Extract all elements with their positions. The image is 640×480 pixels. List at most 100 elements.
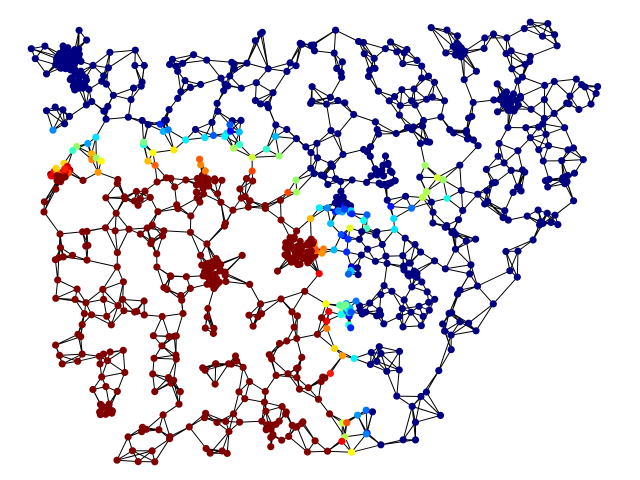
graph-node (313, 139, 321, 147)
graph-edge (561, 159, 584, 162)
graph-node (550, 109, 558, 117)
graph-node (179, 309, 187, 318)
graph-node (175, 400, 183, 408)
graph-edge (101, 372, 125, 378)
graph-edge (63, 256, 88, 261)
graph-node (417, 392, 425, 401)
graph-node (265, 351, 273, 359)
graph-node (364, 72, 373, 80)
graph-node (399, 252, 407, 260)
graph-node (540, 96, 549, 104)
graph-node (277, 216, 285, 224)
graph-node (140, 311, 148, 319)
graph-node (391, 177, 399, 185)
graph-edge (505, 251, 518, 278)
graph-edge (475, 303, 494, 332)
graph-edge (363, 42, 386, 50)
graph-edge (396, 369, 400, 397)
graph-node (54, 276, 62, 284)
graph-node (398, 305, 406, 313)
graph-node (206, 449, 214, 457)
graph-edge (280, 290, 305, 300)
graph-edge (182, 59, 207, 64)
graph-node (395, 312, 403, 321)
graph-edge (289, 44, 303, 64)
graph-node (367, 172, 375, 180)
graph-node (242, 175, 251, 183)
graph-node (493, 80, 501, 88)
graph-node (282, 408, 290, 416)
graph-node (407, 204, 416, 212)
graph-node (221, 80, 229, 88)
graph-node (313, 330, 321, 338)
graph-edge (413, 260, 435, 272)
graph-node (481, 34, 489, 42)
graph-node (418, 62, 426, 70)
graph-node (308, 83, 316, 91)
graph-node (569, 144, 578, 152)
graph-node (144, 157, 152, 165)
graph-node (73, 285, 81, 293)
graph-node (347, 324, 355, 332)
graph-edge (505, 239, 534, 252)
graph-node (368, 408, 377, 416)
graph-node (501, 207, 509, 215)
graph-node (450, 129, 458, 137)
graph-node (235, 128, 243, 136)
graph-edge (268, 62, 291, 70)
graph-node (56, 230, 64, 238)
graph-node (366, 299, 374, 307)
graph-edge (233, 391, 240, 414)
graph-node (107, 321, 115, 329)
graph-node (301, 287, 309, 295)
graph-node (288, 308, 296, 316)
graph-node (96, 408, 104, 416)
graph-node (315, 204, 323, 212)
graph-edge (464, 37, 486, 52)
graph-node (186, 228, 194, 236)
graph-node (431, 295, 439, 303)
graph-node (311, 437, 319, 445)
graph-node (522, 124, 530, 132)
graph-node (357, 251, 365, 259)
graph-node (275, 152, 283, 160)
graph-node (161, 116, 169, 124)
graph-edge (311, 86, 327, 105)
graph-node (437, 113, 445, 121)
graph-node (40, 208, 48, 216)
graph-node (88, 98, 96, 106)
graph-node (473, 282, 482, 290)
graph-node (230, 65, 238, 73)
graph-node (174, 67, 182, 75)
graph-edge (105, 227, 118, 253)
graph-node (51, 103, 59, 111)
graph-node (387, 202, 395, 211)
graph-node (376, 306, 384, 315)
graph-node (551, 31, 559, 39)
graph-node (425, 306, 433, 314)
graph-edge (445, 268, 470, 275)
graph-node (575, 105, 583, 114)
graph-node (61, 165, 69, 173)
graph-node (262, 407, 270, 415)
graph-edge (264, 192, 289, 207)
graph-node (507, 166, 515, 174)
graph-node (182, 273, 190, 281)
graph-edge (175, 313, 184, 337)
graph-node (400, 264, 408, 272)
graph-node (226, 72, 234, 80)
graph-edge (304, 290, 327, 305)
graph-node (121, 195, 129, 203)
graph-node (566, 92, 574, 100)
graph-edge (189, 232, 201, 256)
graph-node (565, 100, 573, 108)
graph-node (160, 283, 168, 292)
graph-node (205, 275, 214, 284)
graph-node (411, 272, 419, 280)
graph-node (454, 216, 463, 224)
graph-node (272, 371, 280, 379)
graph-edge (291, 291, 306, 313)
graph-edge (470, 264, 478, 287)
graph-node (371, 165, 379, 173)
graph-node (339, 150, 347, 159)
